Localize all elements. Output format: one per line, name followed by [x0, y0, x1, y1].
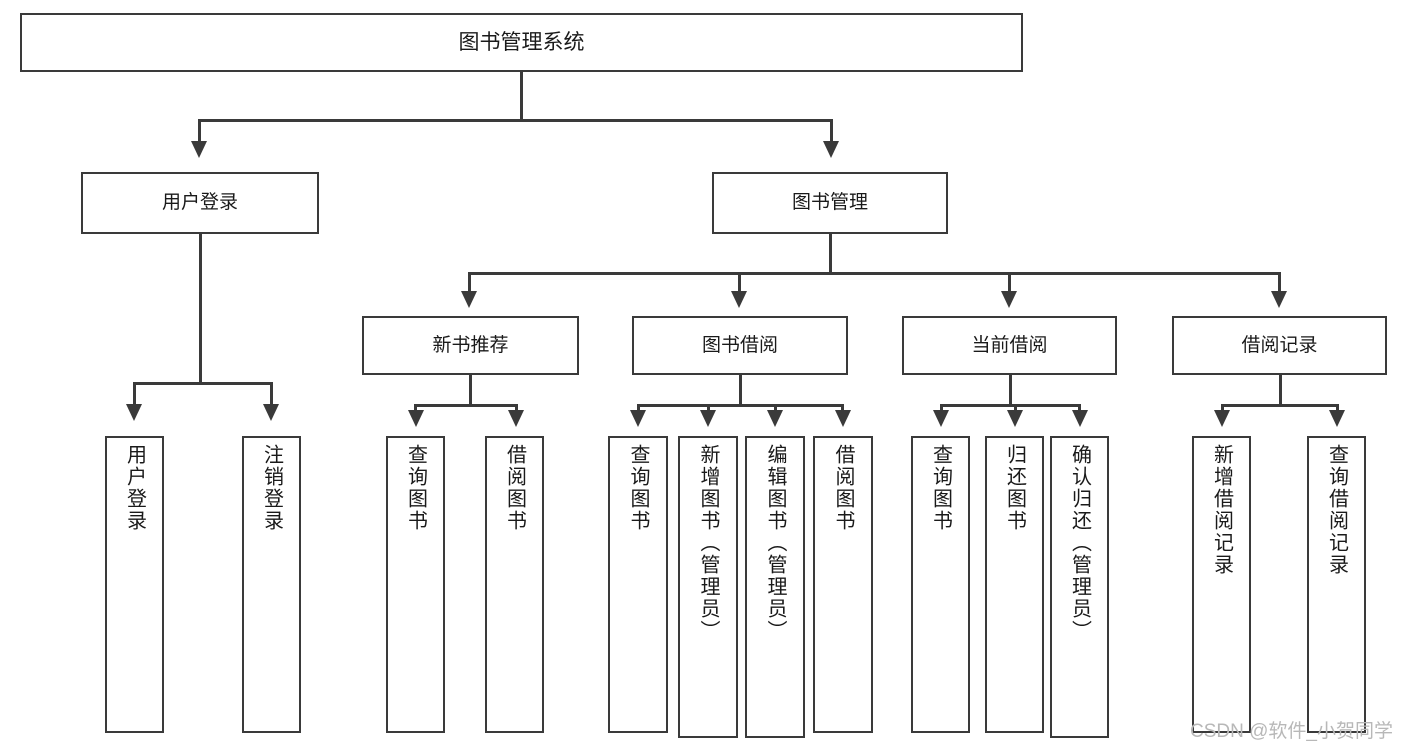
arrow-to-leaf-query-books-b	[630, 410, 646, 427]
arrow-to-leaf-query-books-c	[933, 410, 949, 427]
connector-new-book-rec-branch-2	[515, 404, 518, 412]
node-label: 注销登录	[260, 444, 283, 532]
connector-book-borrow-stem	[739, 375, 742, 406]
arrow-to-leaf-borrow-books-b	[835, 410, 851, 427]
arrow-to-new-book-rec	[461, 291, 477, 308]
arrow-to-current-borrow	[1001, 291, 1017, 308]
connector-user-login-branch-2	[270, 382, 273, 406]
node-label: 借阅记录	[1241, 334, 1318, 356]
node-label: 归还图书	[1003, 444, 1026, 532]
leaf-borrow-books-borrowing[interactable]: 借阅图书	[813, 436, 873, 733]
connector-borrow-records-stem	[1279, 375, 1282, 406]
leaf-confirm-return-admin[interactable]: 确认归还（管理员）	[1050, 436, 1109, 738]
connector-root-bus	[198, 119, 833, 122]
node-book-borrowing[interactable]: 图书借阅	[632, 316, 848, 375]
node-label: 用户登录	[123, 444, 146, 532]
connector-to-new-book-rec	[468, 272, 471, 294]
leaf-logout[interactable]: 注销登录	[242, 436, 301, 733]
connector-to-current-borrow	[1008, 272, 1011, 294]
node-label: 图书管理系统	[458, 30, 585, 54]
connector-user-login-stem	[199, 234, 202, 384]
node-label: 新书推荐	[432, 334, 509, 356]
arrow-to-leaf-logout	[263, 404, 279, 421]
connector-root-to-user-login	[198, 119, 201, 143]
connector-new-book-rec-branch-1	[414, 404, 417, 412]
connector-borrow-records-branch-1	[1221, 404, 1224, 412]
leaf-user-login[interactable]: 用户登录	[105, 436, 164, 733]
arrow-to-book-borrow	[731, 291, 747, 308]
node-root-book-management-system[interactable]: 图书管理系统	[20, 13, 1023, 72]
leaf-return-books[interactable]: 归还图书	[985, 436, 1044, 733]
connector-book-borrow-branch-2	[707, 404, 710, 412]
arrow-to-leaf-query-books-a	[408, 410, 424, 427]
leaf-borrow-books-new-rec[interactable]: 借阅图书	[485, 436, 544, 733]
arrow-root-to-user-login	[191, 141, 207, 158]
connector-book-borrow-branch-1	[637, 404, 640, 412]
connector-current-borrow-branch-3	[1078, 404, 1081, 412]
arrow-to-leaf-confirm-return	[1072, 410, 1088, 427]
arrow-to-leaf-query-borrow-record	[1329, 410, 1345, 427]
connector-borrow-records-branch-2	[1336, 404, 1339, 412]
node-label: 当前借阅	[971, 334, 1048, 356]
arrow-to-borrow-records	[1271, 291, 1287, 308]
node-label: 图书管理	[791, 192, 868, 214]
connector-root-to-book-management	[830, 119, 833, 143]
leaf-query-books-current[interactable]: 查询图书	[911, 436, 970, 733]
connector-user-login-bus	[133, 382, 272, 385]
leaf-edit-book-admin[interactable]: 编辑图书（管理员）	[745, 436, 805, 738]
arrow-to-leaf-add-book	[700, 410, 716, 427]
arrow-to-leaf-return-books	[1007, 410, 1023, 427]
arrow-to-leaf-user-login	[126, 404, 142, 421]
connector-current-borrow-branch-2	[1014, 404, 1017, 412]
node-label: 新增借阅记录	[1210, 444, 1233, 576]
node-label: 查询图书	[404, 444, 427, 532]
node-current-borrowing[interactable]: 当前借阅	[902, 316, 1117, 375]
connector-new-book-rec-bus	[414, 404, 517, 407]
connector-to-borrow-records	[1278, 272, 1281, 294]
connector-book-borrow-bus	[637, 404, 843, 407]
connector-borrow-records-bus	[1221, 404, 1336, 407]
connector-root-stem	[520, 72, 523, 120]
leaf-query-borrow-record[interactable]: 查询借阅记录	[1307, 436, 1366, 733]
arrow-to-leaf-borrow-books-a	[508, 410, 524, 427]
connector-book-management-stem	[829, 234, 832, 274]
node-label: 新增图书（管理员）	[697, 444, 719, 642]
connector-current-borrow-stem	[1009, 375, 1012, 406]
node-book-management[interactable]: 图书管理	[712, 172, 948, 234]
node-borrowing-records[interactable]: 借阅记录	[1172, 316, 1387, 375]
node-label: 查询图书	[929, 444, 952, 532]
leaf-add-borrow-record[interactable]: 新增借阅记录	[1192, 436, 1251, 733]
arrow-to-leaf-add-borrow-record	[1214, 410, 1230, 427]
leaf-query-books-new-rec[interactable]: 查询图书	[386, 436, 445, 733]
node-label: 图书借阅	[701, 334, 778, 356]
node-label: 查询借阅记录	[1325, 444, 1348, 576]
connector-to-book-borrow	[738, 272, 741, 294]
leaf-query-books-borrowing[interactable]: 查询图书	[608, 436, 668, 733]
connector-user-login-branch-1	[133, 382, 136, 406]
arrow-root-to-book-management	[823, 141, 839, 158]
node-label: 确认归还（管理员）	[1068, 444, 1091, 642]
node-user-login[interactable]: 用户登录	[81, 172, 319, 234]
connector-book-borrow-branch-4	[841, 404, 844, 412]
node-label: 借阅图书	[503, 444, 526, 532]
connector-level2-bus	[468, 272, 1280, 275]
node-label: 查询图书	[627, 444, 649, 532]
connector-book-borrow-branch-3	[774, 404, 777, 412]
node-label: 编辑图书（管理员）	[764, 444, 786, 642]
node-new-book-recommendation[interactable]: 新书推荐	[362, 316, 579, 375]
arrow-to-leaf-edit-book	[767, 410, 783, 427]
connector-current-borrow-branch-1	[940, 404, 943, 412]
connector-current-borrow-bus	[940, 404, 1080, 407]
leaf-add-book-admin[interactable]: 新增图书（管理员）	[678, 436, 738, 738]
node-label: 借阅图书	[832, 444, 854, 532]
connector-new-book-rec-stem	[469, 375, 472, 406]
node-label: 用户登录	[161, 192, 238, 214]
